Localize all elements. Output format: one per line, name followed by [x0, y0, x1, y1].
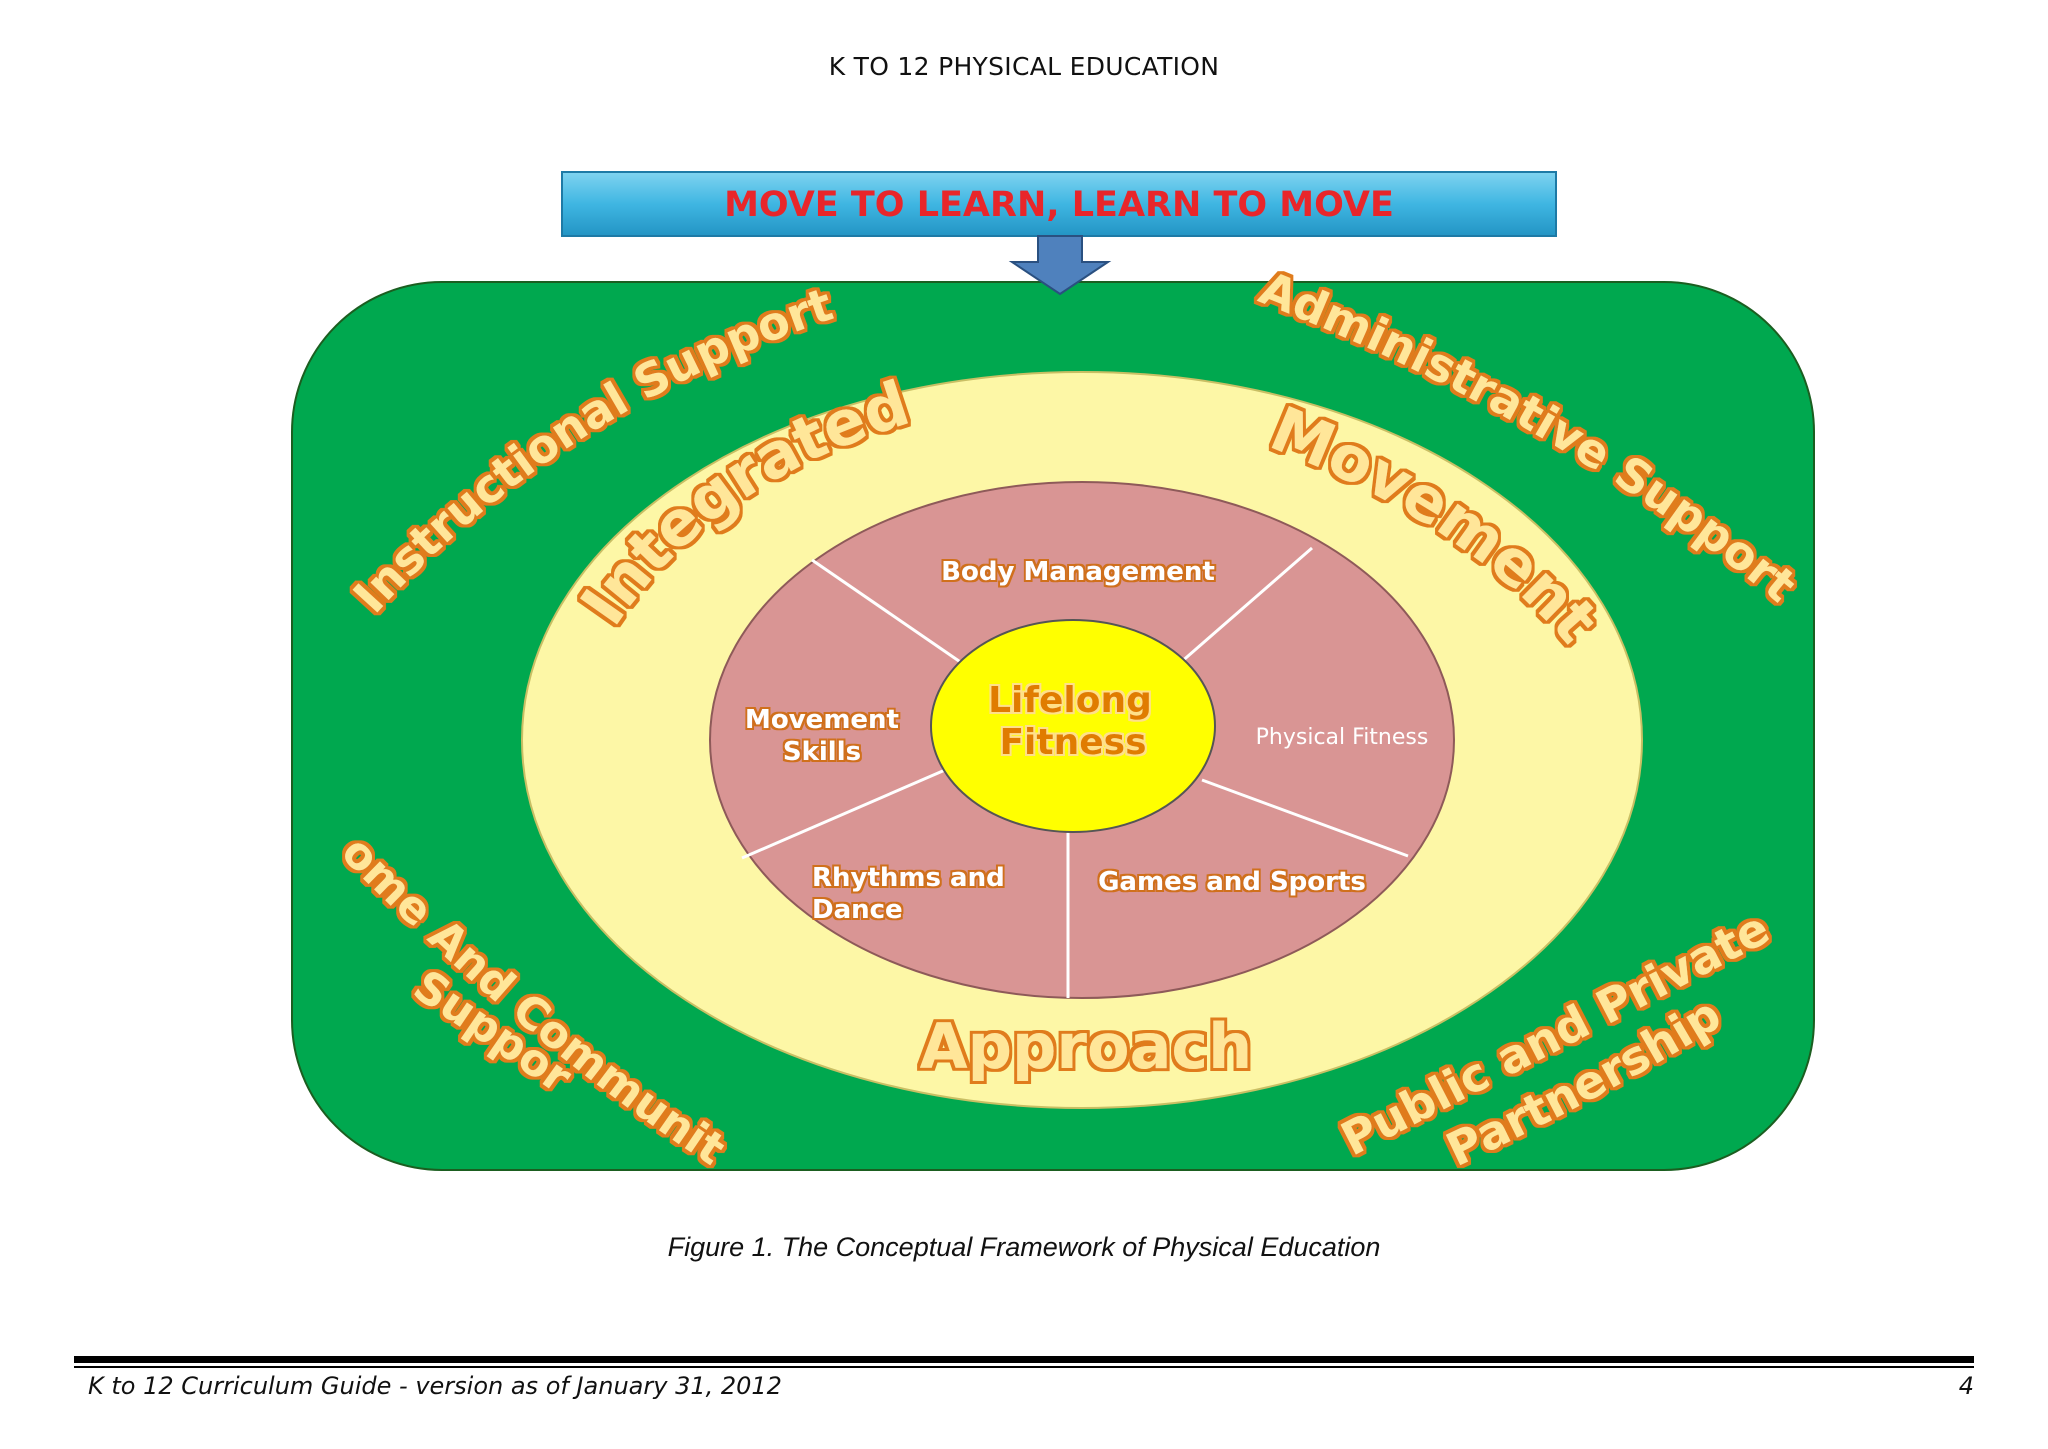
banner-title: MOVE TO LEARN, LEARN TO MOVE	[724, 185, 1394, 225]
page-header-title: K TO 12 PHYSICAL EDUCATION	[828, 52, 1220, 81]
figure-caption: Figure 1. The Conceptual Framework of Ph…	[667, 1232, 1381, 1262]
footer-version-text: K to 12 Curriculum Guide - version as of…	[88, 1372, 782, 1400]
footer-rule	[74, 1356, 1974, 1363]
segment-movement-skills-line2: Skills	[783, 737, 861, 767]
center-text-fitness: Fitness	[999, 722, 1146, 763]
segment-games-sports: Games and Sports	[1098, 867, 1366, 897]
segment-body-management: Body Management	[941, 557, 1215, 587]
footer-page-number: 4	[1958, 1372, 1974, 1400]
segment-dividers	[741, 546, 1409, 998]
ring-word-approach: Approach	[920, 1010, 1253, 1083]
down-arrow-icon	[1008, 235, 1112, 296]
banner-box	[561, 171, 1557, 237]
footer-rule-thin	[74, 1366, 1974, 1368]
segment-rhythms-dance-line1: Rhythms and	[812, 863, 1005, 893]
lifelong-fitness-center	[930, 619, 1216, 833]
segment-rhythms-dance-line2: Dance	[812, 895, 903, 925]
segment-movement-skills-line1: Movement	[745, 705, 899, 735]
center-text-lifelong: Lifelong	[988, 680, 1152, 721]
segment-physical-fitness: Physical Fitness	[1256, 725, 1429, 750]
